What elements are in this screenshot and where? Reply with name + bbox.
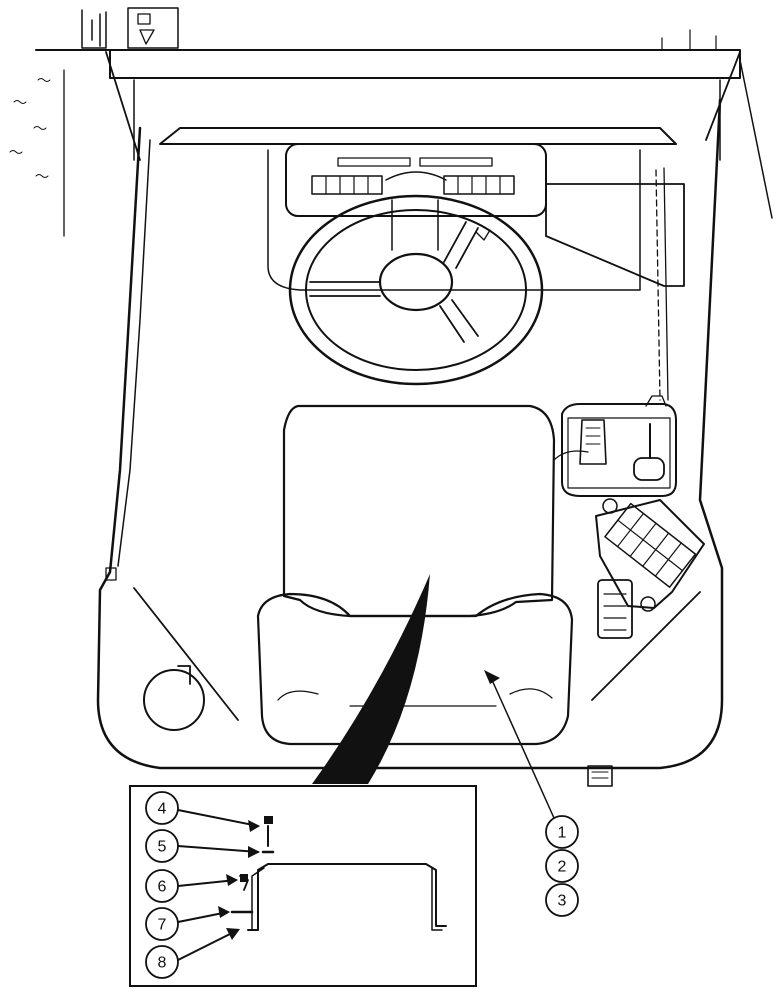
callout-1-circle (545, 815, 579, 849)
steering-console (267, 149, 641, 291)
steering-wheel (288, 194, 544, 386)
leader-arrow-6 (226, 874, 238, 886)
control-panel (553, 395, 677, 497)
callout-6-label: 6 (158, 879, 167, 896)
callout-7-label: 7 (158, 917, 167, 934)
left-margin-marks (9, 78, 51, 178)
leader-line-8 (177, 929, 239, 961)
floor-access-hole (143, 665, 205, 731)
detail-inset (129, 785, 477, 987)
floor-left-diagonal (133, 587, 239, 721)
callout-3-circle (545, 883, 579, 917)
callout-8-label: 8 (158, 955, 167, 972)
leader-arrow-4 (248, 820, 260, 832)
detail-pointer-arrow (312, 574, 430, 784)
leader-line-4 (177, 809, 259, 827)
callout-8-circle (145, 945, 179, 979)
instrument-cluster (285, 143, 547, 217)
callout-3-label: 3 (558, 893, 567, 910)
callout-4-circle (145, 791, 179, 825)
cab-drain-fitting (587, 765, 613, 787)
callout-5-circle (145, 829, 179, 863)
right-side-panel (545, 167, 685, 401)
callout-2-label: 2 (558, 859, 567, 876)
leader-line-1 (491, 679, 555, 819)
leader-arrow-1 (484, 670, 500, 684)
cab-floor-outline (96, 98, 724, 770)
callout-1-label: 1 (558, 825, 567, 842)
callout-5-label: 5 (158, 839, 167, 856)
cab-left-inner-wall (117, 139, 151, 567)
leader-line-5 (177, 845, 259, 853)
callout-6-circle (145, 869, 179, 903)
floor-right-diagonal (591, 591, 701, 701)
dashboard (159, 127, 677, 145)
leader-arrow-7 (218, 906, 230, 918)
operator-seat (256, 404, 574, 746)
leader-arrow-5 (248, 846, 260, 858)
callout-4-label: 4 (158, 801, 167, 818)
leader-arrow-8 (226, 928, 240, 940)
leader-line-6 (177, 879, 237, 887)
callout-7-circle (145, 907, 179, 941)
callout-2-circle (545, 849, 579, 883)
side-switch-panel (595, 498, 705, 639)
seat-bracket (247, 863, 447, 931)
